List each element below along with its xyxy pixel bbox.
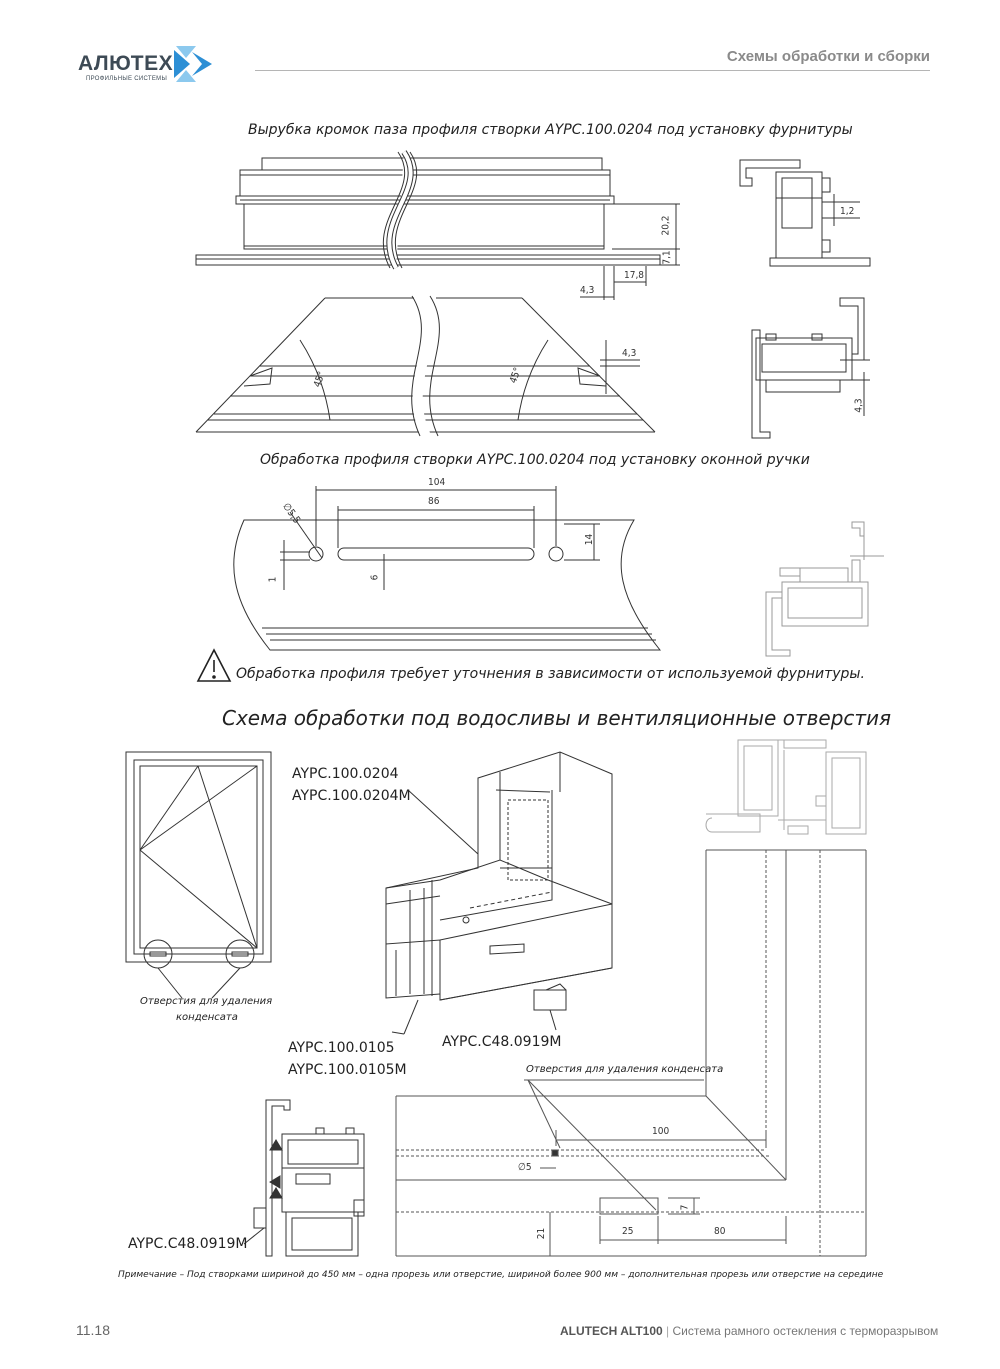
dim-6: 6 xyxy=(369,574,381,581)
label-cap-1: AYPC.C48.0919M xyxy=(442,1034,562,1050)
dim-21: 21 xyxy=(536,1227,548,1240)
dim-80: 80 xyxy=(714,1226,726,1237)
label-holes-2: конденсата xyxy=(176,1012,238,1023)
profile-section-4 xyxy=(705,739,867,835)
isometric-corner xyxy=(385,751,613,1035)
warning-icon xyxy=(196,648,232,682)
label-holes-full: Отверстия для удаления конденсата xyxy=(526,1064,724,1075)
profile-section-5 xyxy=(243,1099,365,1257)
dim-25: 25 xyxy=(622,1226,634,1237)
dim-4-3-a: 4,3 xyxy=(580,285,595,296)
dim-7: 7 xyxy=(679,1204,691,1211)
profile-section-3 xyxy=(765,521,884,657)
footer-subtitle: Система рамного остекления с терморазрыв… xyxy=(672,1324,939,1338)
frame-corner-view xyxy=(395,849,867,1257)
warning-text: Обработка профиля требует уточнения в за… xyxy=(236,666,865,682)
dim-4-3-b: 4,3 xyxy=(622,348,637,359)
dim-4-3-c: 4,3 xyxy=(853,398,865,413)
profile-section-1 xyxy=(739,159,871,267)
dim-17-8: 17,8 xyxy=(624,270,645,281)
logo-text: АЛЮТЕХ xyxy=(78,52,174,75)
label-frame-2: AYPC.100.0105M xyxy=(288,1062,407,1078)
profile-side-view xyxy=(195,150,680,300)
logo-mark-icon xyxy=(174,46,212,82)
label-cap-2: AYPC.C48.0919M xyxy=(128,1236,248,1252)
label-holes-1: Отверстия для удаления xyxy=(140,996,273,1007)
dim-104: 104 xyxy=(428,477,446,488)
logo xyxy=(78,44,218,84)
page-number: 11.18 xyxy=(76,1322,110,1338)
handle-profile-view xyxy=(233,486,662,651)
label-frame-1: AYPC.100.0105 xyxy=(288,1040,395,1056)
dim-1-2: 1,2 xyxy=(840,206,855,217)
profile-top-view xyxy=(195,293,656,439)
logo-subtitle: ПРОФИЛЬНЫЕ СИСТЕМЫ xyxy=(86,76,168,82)
section2-caption: Обработка профиля створки AYPC.100.0204 … xyxy=(260,452,810,468)
dim-14: 14 xyxy=(584,533,596,546)
footnote: Примечание – Под створками шириной до 45… xyxy=(118,1270,884,1280)
section1-caption: Вырубка кромок паза профиля створки AYPC… xyxy=(248,122,853,138)
label-sash-2: AYPC.100.0204M xyxy=(292,788,411,804)
footer-brand: ALUTECH ALT100 | Система рамного остекле… xyxy=(560,1324,938,1338)
footer-brand-name: ALUTECH ALT100 xyxy=(560,1324,663,1338)
dim-100: 100 xyxy=(652,1126,670,1137)
window-elevation xyxy=(125,751,272,999)
label-sash-1: AYPC.100.0204 xyxy=(292,766,399,782)
section3-title: Схема обработки под водосливы и вентиляц… xyxy=(222,706,892,730)
dim-20-2: 20,2 xyxy=(660,215,672,236)
dim-1: 1 xyxy=(267,576,279,583)
footer-sep: | xyxy=(666,1324,670,1338)
page-header-title: Схемы обработки и сборки xyxy=(726,48,930,65)
dim-d5: ∅5 xyxy=(518,1162,532,1173)
profile-section-2 xyxy=(751,297,870,439)
header-divider xyxy=(255,70,930,71)
dim-7-1: 7,1 xyxy=(661,250,673,265)
dim-86: 86 xyxy=(428,496,440,507)
